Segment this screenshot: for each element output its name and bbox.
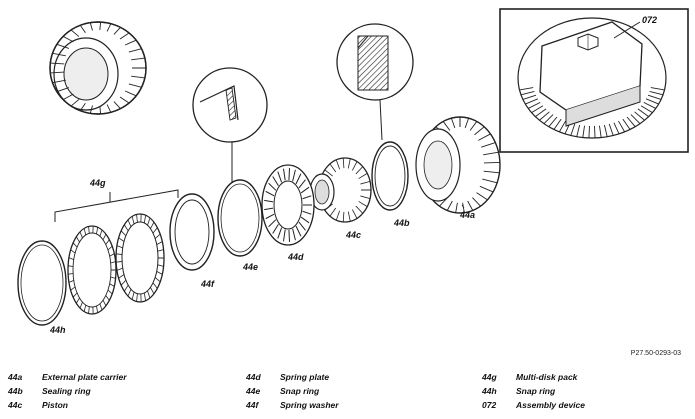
label-44a: 44a [459, 210, 475, 220]
label-44f: 44f [200, 279, 215, 289]
label-44e: 44e [242, 262, 258, 272]
detail-circle-sealing-ring [336, 23, 414, 141]
detail-circle-snap-ring [192, 67, 268, 183]
external-plate-carrier-44a [415, 116, 501, 214]
label-44b: 44b [393, 218, 410, 228]
spring-washer-44f [169, 193, 215, 271]
label-44h: 44h [49, 325, 66, 335]
multi-disk-pack-44g [54, 189, 179, 315]
label-44c: 44c [345, 230, 361, 240]
assembly-device-inset: 072 [499, 8, 689, 153]
snap-ring-44e [217, 179, 263, 257]
label-44d: 44d [287, 252, 304, 262]
sealing-ring-44b [371, 141, 409, 211]
snap-ring-44h [17, 240, 67, 326]
label-072: 072 [642, 15, 657, 25]
exploded-view-diagram: 072 [17, 8, 689, 335]
label-44g: 44g [89, 178, 106, 188]
spring-plate-44d [261, 164, 315, 246]
piston-44c [309, 157, 372, 223]
figure-reference-code: P27.50-0293-03 [630, 350, 681, 357]
carrier-drum-top-view [49, 21, 147, 115]
